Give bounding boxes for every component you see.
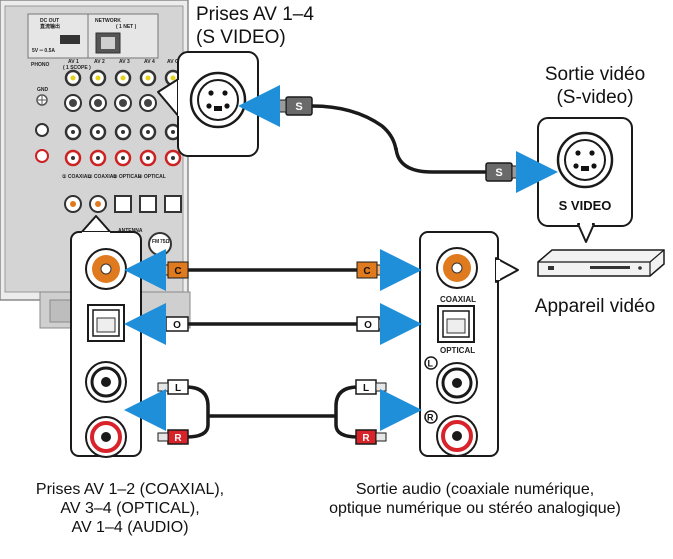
audio-right-jacks-row: [64, 149, 182, 167]
coaxial2-label: ② COAXIAL: [88, 174, 116, 180]
digital-jacks-row: [64, 195, 182, 213]
optical-cable: [157, 316, 388, 332]
video-out-label: Sortie vidéo (S-video): [520, 64, 670, 110]
network-sub-label: ( 1 NET ): [116, 24, 137, 30]
dc-out-sub-label: 直流输出: [40, 23, 60, 30]
svideo-plug-right-label: S: [495, 167, 502, 179]
av1-sub-label: ( 1 SCOPE ): [63, 65, 91, 71]
audio-out-label: Sortie audio (coaxiale numérique, optiqu…: [280, 480, 670, 518]
receiver-jacks-line3: AV 1–4 (AUDIO): [71, 519, 189, 537]
optical4-label: ④ OPTICAL: [138, 174, 166, 180]
svideo-plug-left-label: S: [295, 101, 302, 113]
dc-rating-label: 5V ═ 0.5A: [32, 48, 55, 54]
av4-label: AV 4: [144, 59, 155, 65]
video-out-line1: Sortie vidéo: [544, 64, 646, 85]
composite-jacks-row: [64, 69, 182, 87]
receiver-jacks-label: Prises AV 1–2 (COAXIAL), AV 3–4 (OPTICAL…: [0, 480, 260, 538]
svideo-jacks-row: [64, 94, 157, 112]
av3-label: AV 3: [119, 59, 130, 65]
receiver-jacks-line2: AV 3–4 (OPTICAL),: [60, 500, 200, 518]
left-channel-label: L: [428, 359, 434, 369]
audio-out-line1: Sortie audio (coaxiale numérique,: [355, 481, 595, 498]
network-label: NETWORK: [95, 18, 121, 24]
left-plug-right-label: L: [363, 383, 369, 394]
stereo-analog-cable: [157, 379, 387, 445]
svideo-cable: [270, 96, 528, 182]
right-plug-left-label: R: [174, 433, 182, 444]
fm-ohm-label: 75Ω: [160, 239, 170, 245]
signal-arrows: [124, 85, 558, 431]
video-device-label: Appareil vidéo: [534, 296, 656, 317]
video-device: [537, 249, 665, 277]
optical3-label: ③ OPTICAL: [113, 174, 141, 180]
optical-plug-left-label: O: [173, 320, 181, 331]
av1-label: AV 1: [68, 59, 79, 65]
source-svideo-callout: S VIDEO: [537, 117, 633, 243]
audio-out-line2: optique numérique ou stéréo analogique): [329, 500, 621, 518]
left-plug-left-label: L: [175, 383, 181, 394]
fm-label: FM: [152, 239, 159, 245]
coaxial-plug-left-label: C: [174, 266, 181, 277]
svideo-jack-label: S VIDEO: [559, 198, 612, 213]
right-channel-label: R: [427, 413, 434, 423]
right-plug-right-label: R: [362, 433, 370, 444]
av-jacks-svideo-label: Prises AV 1–4 (S VIDEO): [196, 4, 314, 50]
av-jacks-svideo-line2: (S VIDEO): [196, 26, 286, 48]
phono-label: PHONO: [31, 62, 49, 68]
av-jacks-svideo-line1: Prises AV 1–4: [196, 4, 314, 25]
coaxial-plug-right-label: C: [363, 266, 370, 277]
av5-label: AV O: [167, 59, 179, 65]
coaxial1-label: ① COAXIAL: [62, 174, 90, 180]
receiver-jacks-line1: Prises AV 1–2 (COAXIAL),: [35, 481, 225, 498]
optical-label: OPTICAL: [440, 346, 475, 355]
audio-left-jacks-row: [64, 123, 182, 141]
av2-label: AV 2: [94, 59, 105, 65]
receiver-audio-callout: [70, 215, 142, 458]
video-out-line2: (S-video): [556, 86, 634, 108]
gnd-label: GND: [37, 87, 49, 93]
coaxial-cable: [157, 261, 388, 279]
dc-out-label: DC OUT: [40, 18, 59, 24]
source-audio-callout: COAXIAL OPTICAL L R: [419, 231, 519, 457]
coaxial-label: COAXIAL: [440, 295, 476, 304]
receiver-svideo-callout: [157, 51, 259, 157]
optical-plug-right-label: O: [364, 320, 372, 331]
